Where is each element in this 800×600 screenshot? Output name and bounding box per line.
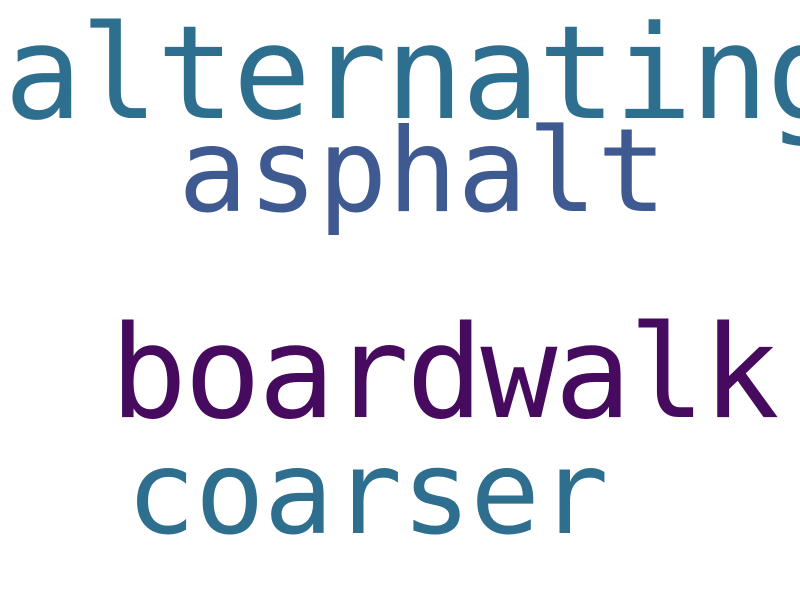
word-boardwalk: boardwalk [110,299,780,448]
word-alternating: alternating [4,0,800,149]
word-coarser: coarser [126,426,609,561]
word-asphalt: asphalt [178,104,667,239]
